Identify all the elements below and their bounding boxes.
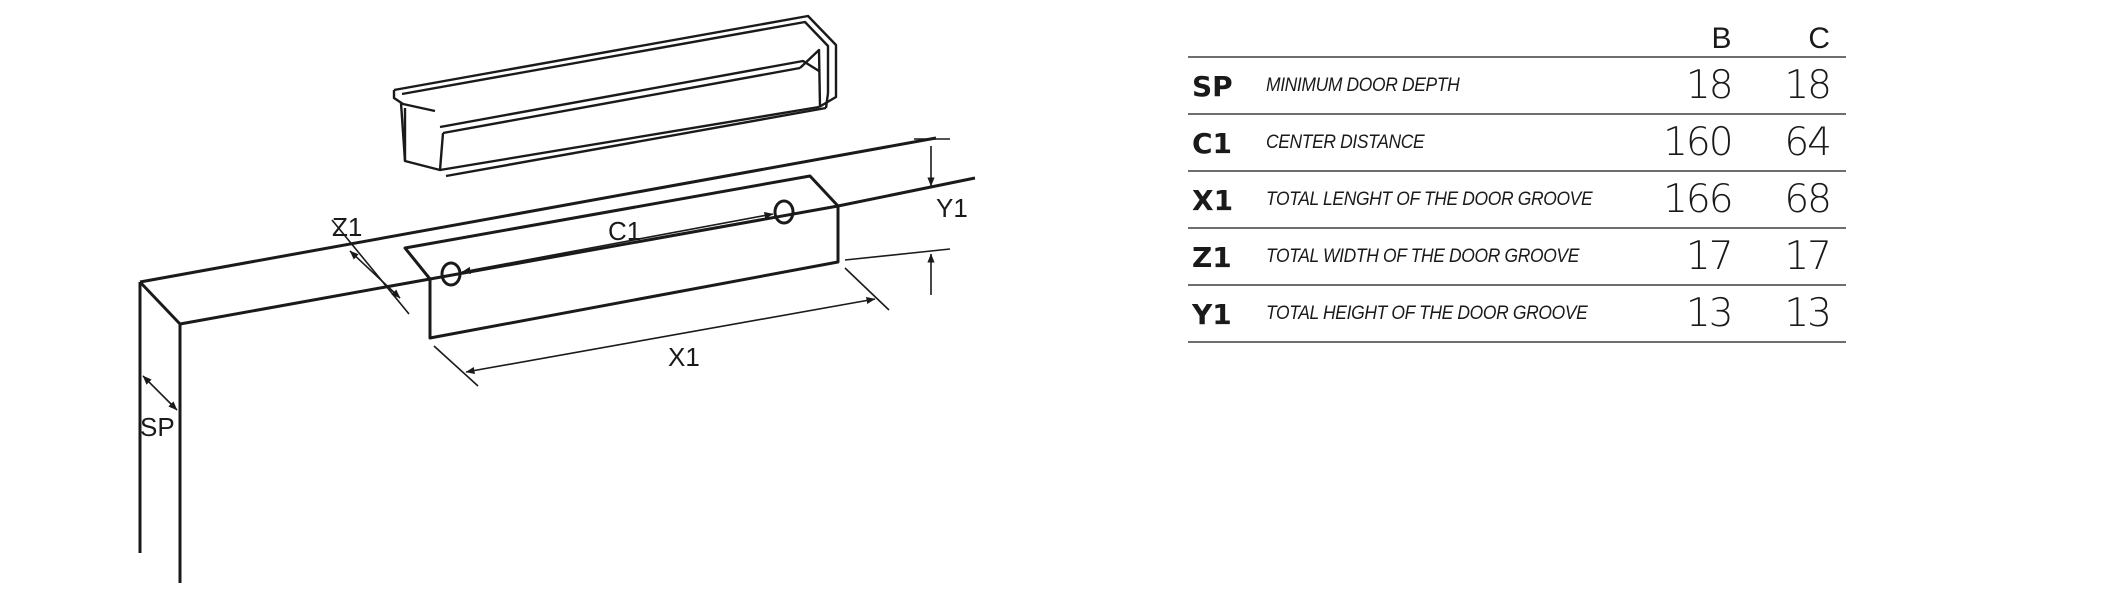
dimension-code: X1 xyxy=(1188,170,1265,228)
dimensions-table: B C SP MINIMUM DOOR DEPTH 18 18 C1 CENTE… xyxy=(1188,12,1846,343)
value-b: 13 xyxy=(1621,284,1748,343)
column-header-b: B xyxy=(1711,22,1732,55)
label-sp: SP xyxy=(140,412,175,442)
screw-hole-left xyxy=(440,261,462,287)
dimension-description: CENTER DISTANCE xyxy=(1265,131,1425,153)
table-row: Z1 TOTAL WIDTH OF THE DOOR GROOVE 17 17 xyxy=(1188,227,1846,285)
value-c: 18 xyxy=(1747,56,1846,114)
dimension-description: TOTAL LENGHT OF THE DOOR GROOVE xyxy=(1265,188,1593,210)
value-b: 17 xyxy=(1621,227,1748,285)
technical-drawing: Z1 C1 Y1 X1 SP xyxy=(138,14,976,583)
label-z1: Z1 xyxy=(332,212,362,242)
dimension-code: Z1 xyxy=(1188,227,1265,285)
value-b: 18 xyxy=(1621,56,1748,114)
table-row: SP MINIMUM DOOR DEPTH 18 18 xyxy=(1188,56,1846,114)
dimension-description: MINIMUM DOOR DEPTH xyxy=(1265,74,1460,96)
value-c: 68 xyxy=(1747,170,1846,228)
dimension-code: SP xyxy=(1188,56,1265,114)
dimension-code: Y1 xyxy=(1188,284,1265,343)
table-row: X1 TOTAL LENGHT OF THE DOOR GROOVE 166 6… xyxy=(1188,170,1846,228)
label-c1: C1 xyxy=(608,216,641,246)
value-c: 64 xyxy=(1747,113,1846,171)
dimension-lines xyxy=(142,138,951,411)
column-header-c: C xyxy=(1808,22,1830,55)
value-c: 17 xyxy=(1747,227,1846,285)
table-row: C1 CENTER DISTANCE 160 64 xyxy=(1188,113,1846,171)
value-b: 166 xyxy=(1621,170,1748,228)
dimension-description: TOTAL WIDTH OF THE DOOR GROOVE xyxy=(1265,245,1579,267)
value-c: 13 xyxy=(1747,284,1846,343)
handle-profile xyxy=(392,14,838,178)
door-panel xyxy=(138,136,976,583)
value-b: 160 xyxy=(1621,113,1748,171)
label-y1: Y1 xyxy=(936,193,968,223)
screw-hole-right xyxy=(773,199,795,225)
label-x1: X1 xyxy=(668,342,700,372)
dimension-code: C1 xyxy=(1188,113,1265,171)
table-row: Y1 TOTAL HEIGHT OF THE DOOR GROOVE 13 13 xyxy=(1188,284,1846,343)
table-header-row: B C xyxy=(1188,12,1846,57)
dimension-description: TOTAL HEIGHT OF THE DOOR GROOVE xyxy=(1265,302,1588,324)
